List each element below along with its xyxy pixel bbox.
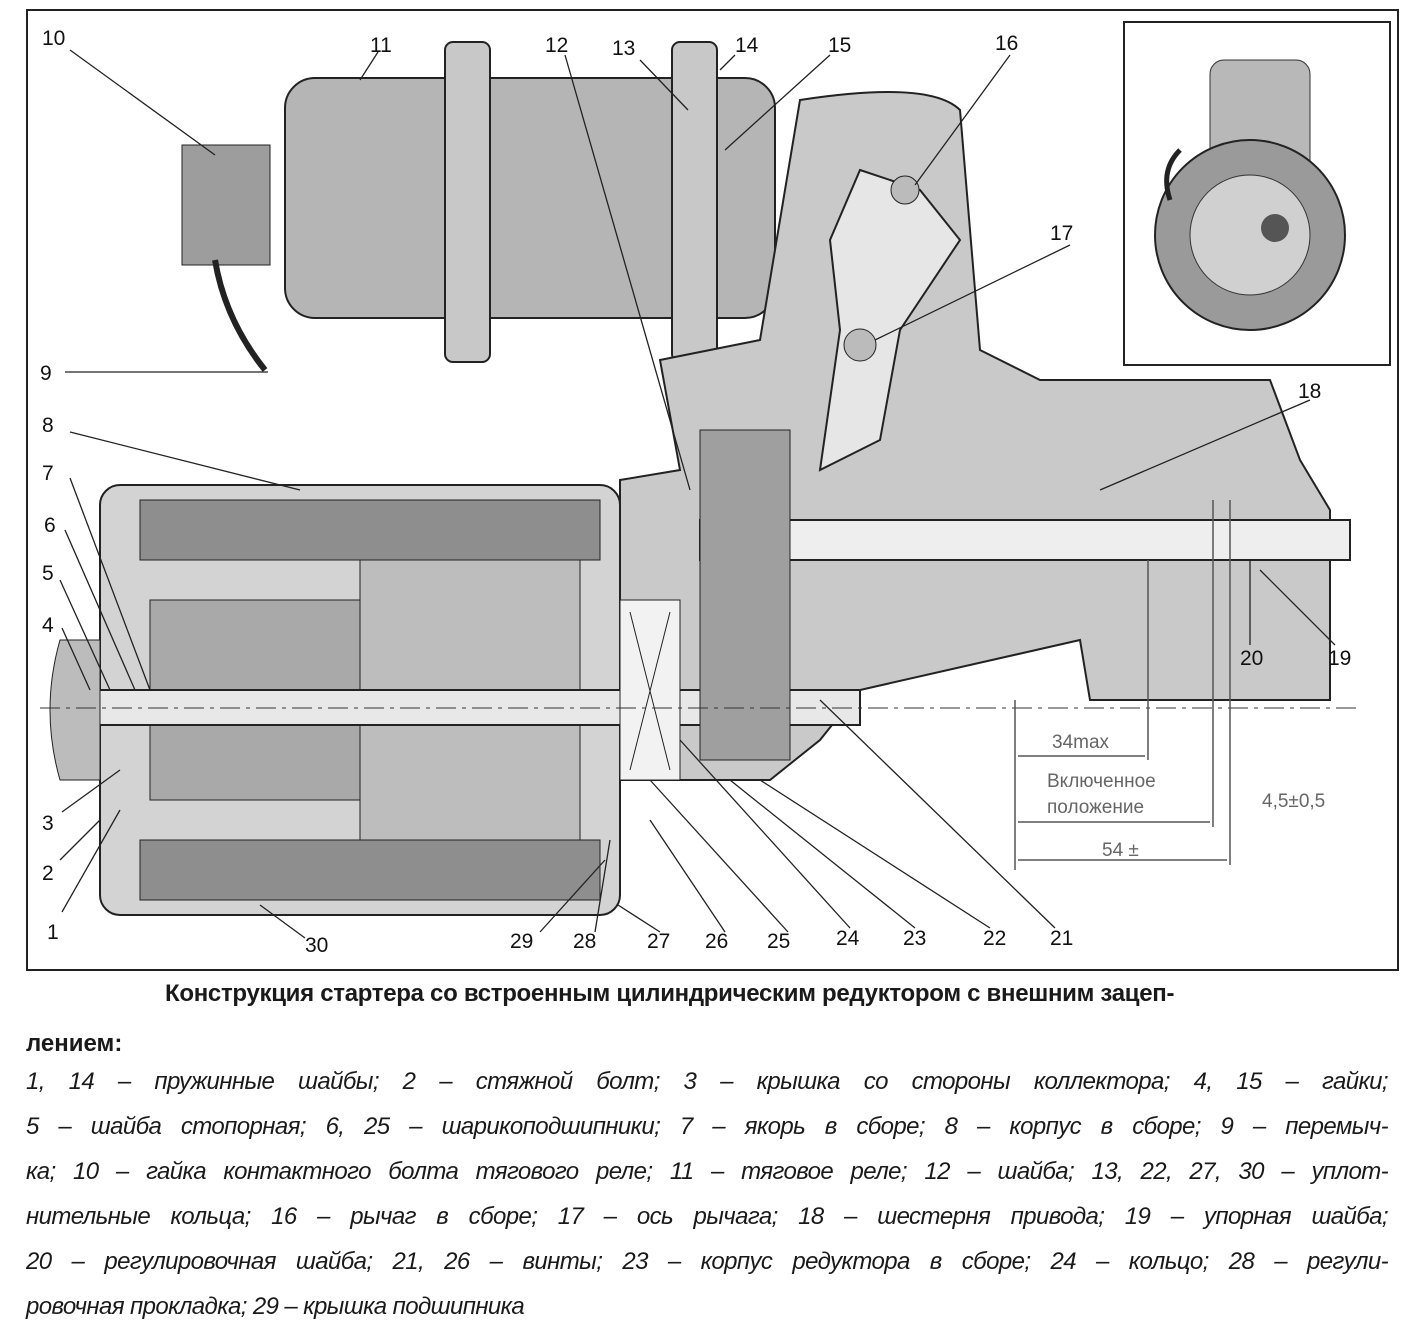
- caption-title: Конструкция стартера со встроенным цилин…: [165, 980, 1175, 1007]
- callout-numbers: 1 2 3 4 5 6 7 8 9 10 11 12 13 14 15 16 1…: [40, 27, 1351, 957]
- callout-23: 23: [903, 927, 926, 950]
- callout-4: 4: [42, 614, 54, 637]
- callout-17: 17: [1050, 222, 1073, 245]
- caption-line: 5 – шайба стопорная; 6, 25 – шарикоподши…: [26, 1113, 1389, 1140]
- starter-cross-section-diagram: 34max Включенное положение 54 ± 4,5±0,5 …: [26, 9, 1399, 971]
- dim-34max: 34max: [1052, 732, 1110, 753]
- callout-10: 10: [42, 27, 65, 50]
- callout-21: 21: [1050, 927, 1073, 950]
- lever-axis: [843, 328, 877, 362]
- caption-line: нительные кольца; 16 – рычаг в сборе; 17…: [26, 1203, 1389, 1230]
- callout-16: 16: [995, 32, 1018, 55]
- dim-4-5: 4,5±0,5: [1262, 791, 1325, 812]
- dimensions: [1014, 500, 1231, 870]
- caption-line: 1, 14 – пружинные шайбы; 2 – стяжной бол…: [26, 1068, 1389, 1095]
- leader-lines: [59, 49, 1336, 939]
- lever: [818, 168, 962, 472]
- callout-14: 14: [735, 34, 759, 57]
- callout-6: 6: [44, 514, 56, 537]
- callout-26: 26: [705, 930, 728, 953]
- callout-3: 3: [42, 812, 54, 835]
- callout-9: 9: [40, 362, 52, 385]
- dim-engaged-label-2: положение: [1047, 797, 1144, 818]
- callout-27: 27: [647, 930, 670, 953]
- callout-29: 29: [510, 930, 533, 953]
- caption-title-continuation: лением:: [26, 1030, 123, 1057]
- caption-line: 20 – регулировочная шайба; 21, 26 – винт…: [26, 1248, 1389, 1275]
- callout-25: 25: [767, 930, 790, 953]
- callout-30: 30: [305, 934, 328, 957]
- dim-54: 54 ±: [1102, 840, 1139, 861]
- callout-22: 22: [983, 927, 1006, 950]
- callout-19: 19: [1328, 647, 1351, 670]
- callout-2: 2: [42, 862, 54, 885]
- traction-relay: [181, 41, 776, 372]
- callout-1: 1: [47, 921, 59, 944]
- callout-15: 15: [828, 34, 851, 57]
- dim-engaged-label-1: Включенное: [1047, 771, 1156, 792]
- caption-line: ровочная прокладка; 29 – крышка подшипни…: [26, 1293, 525, 1320]
- callout-13: 13: [612, 37, 635, 60]
- callout-18: 18: [1298, 380, 1321, 403]
- caption-line: ка; 10 – гайка контактного болта тяговог…: [26, 1158, 1389, 1185]
- callout-12: 12: [545, 34, 568, 57]
- callout-11: 11: [370, 34, 392, 57]
- callout-8: 8: [42, 414, 54, 437]
- output-shaft: [699, 519, 1351, 561]
- inset-starter-view: [1123, 21, 1391, 366]
- callout-28: 28: [573, 930, 596, 953]
- callout-7: 7: [42, 462, 54, 485]
- callout-5: 5: [42, 562, 54, 585]
- callout-24: 24: [836, 927, 860, 950]
- callout-20: 20: [1240, 647, 1263, 670]
